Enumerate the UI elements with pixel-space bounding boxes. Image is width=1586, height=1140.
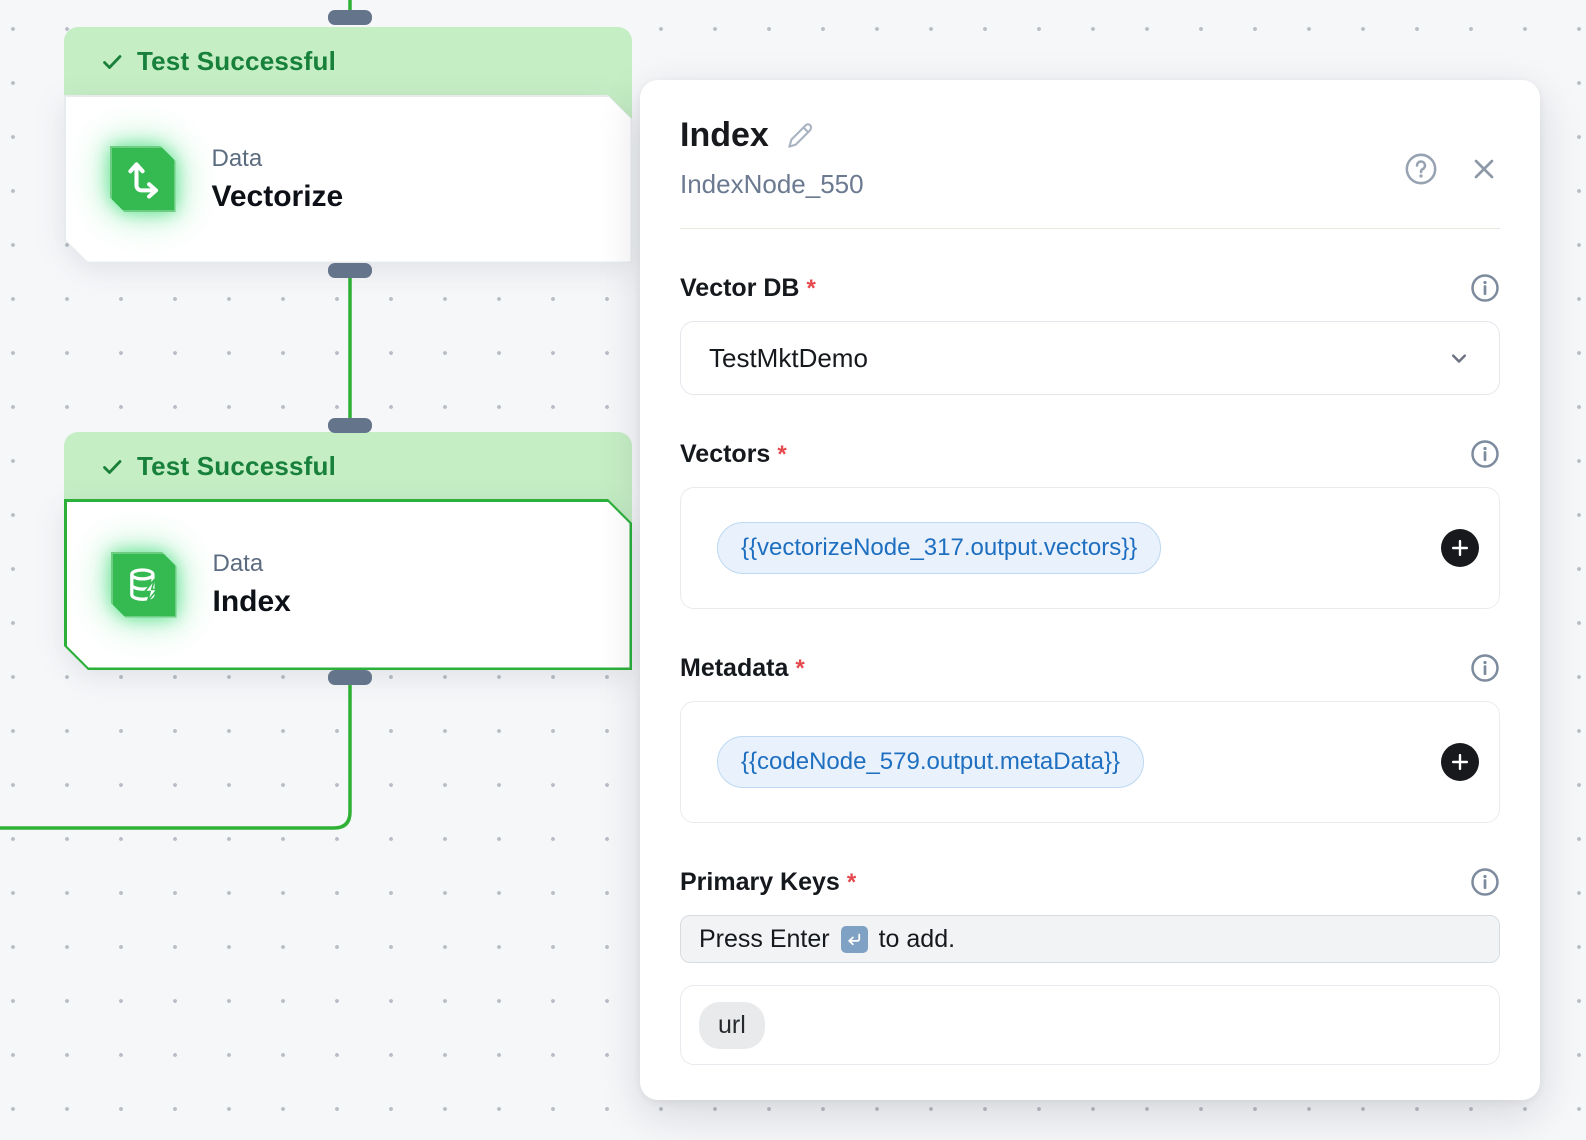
node-index[interactable]: Test Successful Data I [64, 432, 632, 670]
info-icon[interactable] [1470, 273, 1500, 303]
vectors-variable-chip[interactable]: {{vectorizeNode_317.output.vectors}} [717, 522, 1162, 574]
placeholder-suffix: to add. [878, 924, 956, 953]
plus-icon [1451, 539, 1469, 557]
vectors-field: {{vectorizeNode_317.output.vectors}} [680, 487, 1500, 609]
required-asterisk: * [806, 274, 816, 302]
vector-db-value: TestMktDemo [709, 342, 868, 373]
metadata-variable-chip[interactable]: {{codeNode_579.output.metaData}} [717, 736, 1144, 788]
node-config-panel: Index IndexNode_550 Vector DB* [640, 80, 1540, 1100]
node-id: IndexNode_550 [680, 169, 864, 199]
check-icon [100, 50, 124, 74]
metadata-label: Metadata [680, 653, 789, 682]
node-category: Data [212, 550, 264, 577]
node-vectorize-output-handle[interactable] [328, 263, 372, 278]
help-icon[interactable] [1404, 152, 1438, 186]
header-divider [680, 228, 1500, 229]
info-icon[interactable] [1470, 653, 1500, 683]
required-asterisk: * [846, 868, 857, 896]
vectors-label: Vectors [680, 439, 771, 468]
primary-key-tag[interactable]: url [699, 1001, 765, 1049]
panel-title: Index [680, 116, 769, 154]
node-index-input-handle[interactable] [328, 418, 372, 433]
status-label: Test Successful [137, 451, 337, 481]
vectorize-icon [110, 146, 176, 212]
primary-keys-tags: url [680, 985, 1500, 1065]
info-icon[interactable] [1470, 439, 1500, 469]
vector-db-label: Vector DB [680, 273, 800, 302]
chevron-down-icon [1451, 354, 1467, 363]
enter-key-icon [840, 925, 868, 953]
vector-db-select[interactable]: TestMktDemo [680, 321, 1500, 395]
database-icon [111, 552, 177, 618]
node-name: Vectorize [211, 179, 344, 213]
add-vectors-button[interactable] [1441, 529, 1479, 567]
node-vectorize-input-handle[interactable] [328, 10, 372, 25]
plus-icon [1451, 753, 1469, 771]
edit-pencil-icon[interactable] [785, 121, 815, 151]
required-asterisk: * [795, 654, 805, 682]
node-vectorize[interactable]: Test Successful Data Vectorize [64, 27, 632, 263]
add-metadata-button[interactable] [1441, 743, 1479, 781]
status-label: Test Successful [137, 46, 337, 76]
metadata-field: {{codeNode_579.output.metaData}} [680, 701, 1500, 823]
close-icon[interactable] [1468, 153, 1500, 185]
check-icon [100, 455, 124, 479]
placeholder-prefix: Press Enter [699, 924, 830, 953]
info-icon[interactable] [1470, 867, 1500, 897]
node-name: Index [212, 585, 291, 618]
primary-keys-input[interactable]: Press Enter to add. [680, 915, 1500, 963]
node-index-output-handle[interactable] [328, 670, 372, 685]
primary-keys-label: Primary Keys [680, 867, 840, 896]
node-category: Data [211, 144, 263, 172]
required-asterisk: * [777, 440, 787, 468]
